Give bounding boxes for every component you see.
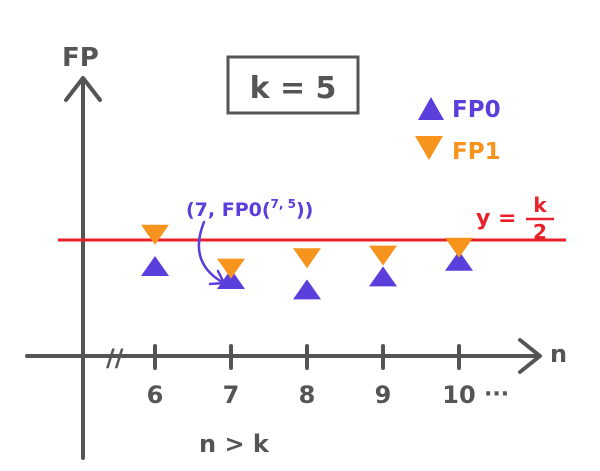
legend-fp1-label: FP1 xyxy=(452,139,501,165)
y-axis-label: FP xyxy=(62,43,99,73)
legend-fp1-marker xyxy=(415,136,443,160)
x-tick-label-7: 7 xyxy=(223,381,240,409)
reference-label-lhs: y = xyxy=(476,206,516,231)
point-fp0-6 xyxy=(141,256,169,276)
annotation-superscript: 7, 5 xyxy=(271,197,296,211)
legend-fp0-label: FP0 xyxy=(452,97,501,123)
data-points xyxy=(141,224,473,300)
x-tick-label-8: 8 xyxy=(299,381,316,409)
title-box xyxy=(226,55,360,115)
point-fp1-10 xyxy=(445,237,473,258)
x-axis-arrow xyxy=(518,338,542,374)
reference-line-label: y = k 2 xyxy=(476,193,554,244)
legend-fp0-marker xyxy=(418,97,444,120)
x-ticks: 6 7 8 9 10 ··· xyxy=(147,344,509,409)
point-fp1-7 xyxy=(217,258,245,279)
point-fp0-10 xyxy=(445,250,473,271)
legend: FP0 FP1 xyxy=(415,97,501,165)
reference-label-numerator: k xyxy=(533,193,547,217)
axis-break-mark: // xyxy=(106,344,124,372)
annotation-label: (7, FP0(7, 5)) xyxy=(186,197,313,221)
point-fp0-8 xyxy=(293,279,321,300)
annotation-text-end: )) xyxy=(296,199,313,221)
x-tick-label-9: 9 xyxy=(375,381,392,409)
x-axis-continuation: ··· xyxy=(484,382,509,407)
condition-label: n > k xyxy=(199,430,270,458)
reference-label-denominator: 2 xyxy=(533,220,547,244)
x-tick-label-6: 6 xyxy=(147,381,164,409)
point-fp1-6 xyxy=(141,224,169,245)
point-fp1-8 xyxy=(293,248,321,269)
chart-title: k = 5 xyxy=(250,71,337,106)
annotation-arrow xyxy=(197,220,224,284)
point-fp0-9 xyxy=(369,266,397,287)
point-fp1-9 xyxy=(369,245,397,266)
point-fp0-7 xyxy=(217,269,245,289)
annotation-text: (7, FP0( xyxy=(186,199,271,221)
x-tick-label-10: 10 xyxy=(442,381,475,409)
y-axis-arrow xyxy=(64,76,102,102)
x-axis-label: n xyxy=(550,340,567,368)
